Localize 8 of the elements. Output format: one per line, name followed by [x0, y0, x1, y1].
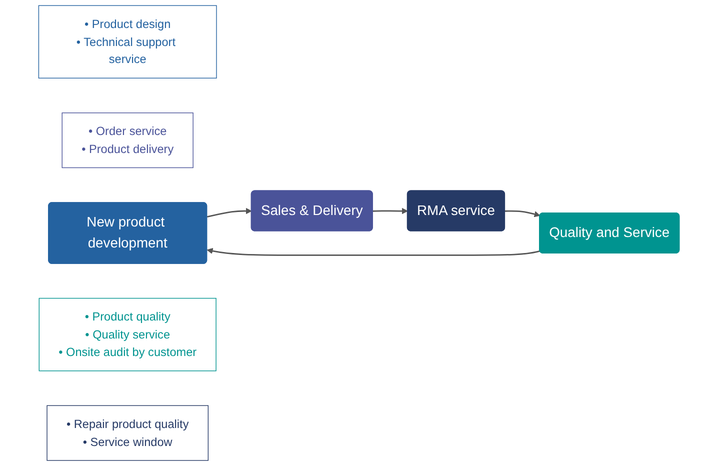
node-box: • Repair product quality • Service window: [46, 405, 209, 461]
arrow: [505, 210, 540, 218]
arrow: [206, 248, 540, 256]
arrow: [372, 208, 408, 214]
node-box: • Order service • Product delivery: [62, 112, 194, 168]
node-box: • Product design • Technical support service: [38, 5, 217, 78]
arrow: [206, 208, 252, 218]
node-box: • Product quality • Quality service • Onsite audit by customer: [38, 298, 216, 372]
